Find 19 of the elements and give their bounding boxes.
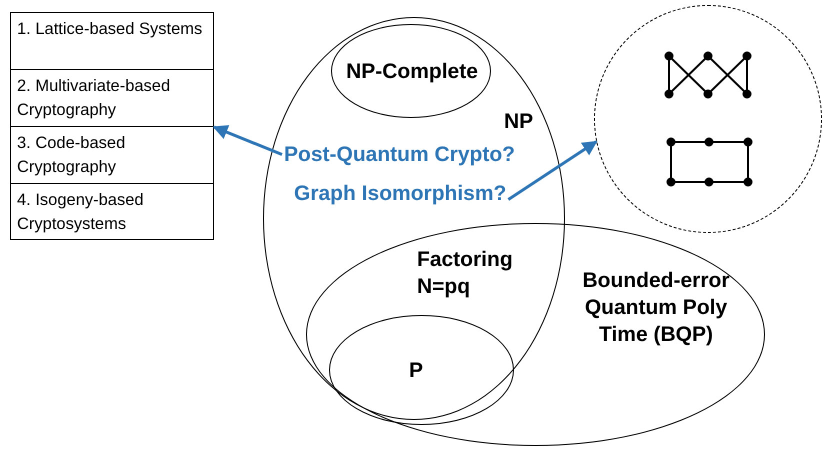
question-text: Post-Quantum Crypto? — [284, 141, 515, 168]
list-table — [10, 12, 214, 240]
dashed-circle — [594, 5, 822, 233]
set-label: P — [408, 358, 424, 384]
set-ellipse — [306, 223, 765, 446]
list-item: 2. Multivariate-based Cryptography — [11, 70, 213, 127]
question-text: Graph Isomorphism? — [294, 180, 506, 207]
list-item: 1. Lattice-based Systems — [11, 13, 213, 70]
set-label: NP — [504, 109, 534, 135]
arrow — [212, 125, 283, 156]
arrow — [508, 140, 598, 201]
set-label: NP-Complete — [345, 59, 479, 85]
set-label: Bounded-error Quantum Poly Time (BQP) — [582, 268, 730, 348]
region-label: Factoring N=pq — [417, 247, 514, 300]
set-ellipse — [329, 315, 514, 425]
set-ellipse — [331, 24, 491, 118]
list-item: 3. Code-based Cryptography — [11, 127, 213, 184]
set-ellipse — [263, 17, 565, 420]
list-item: 4. Isogeny-based Cryptosystems — [16, 190, 145, 235]
